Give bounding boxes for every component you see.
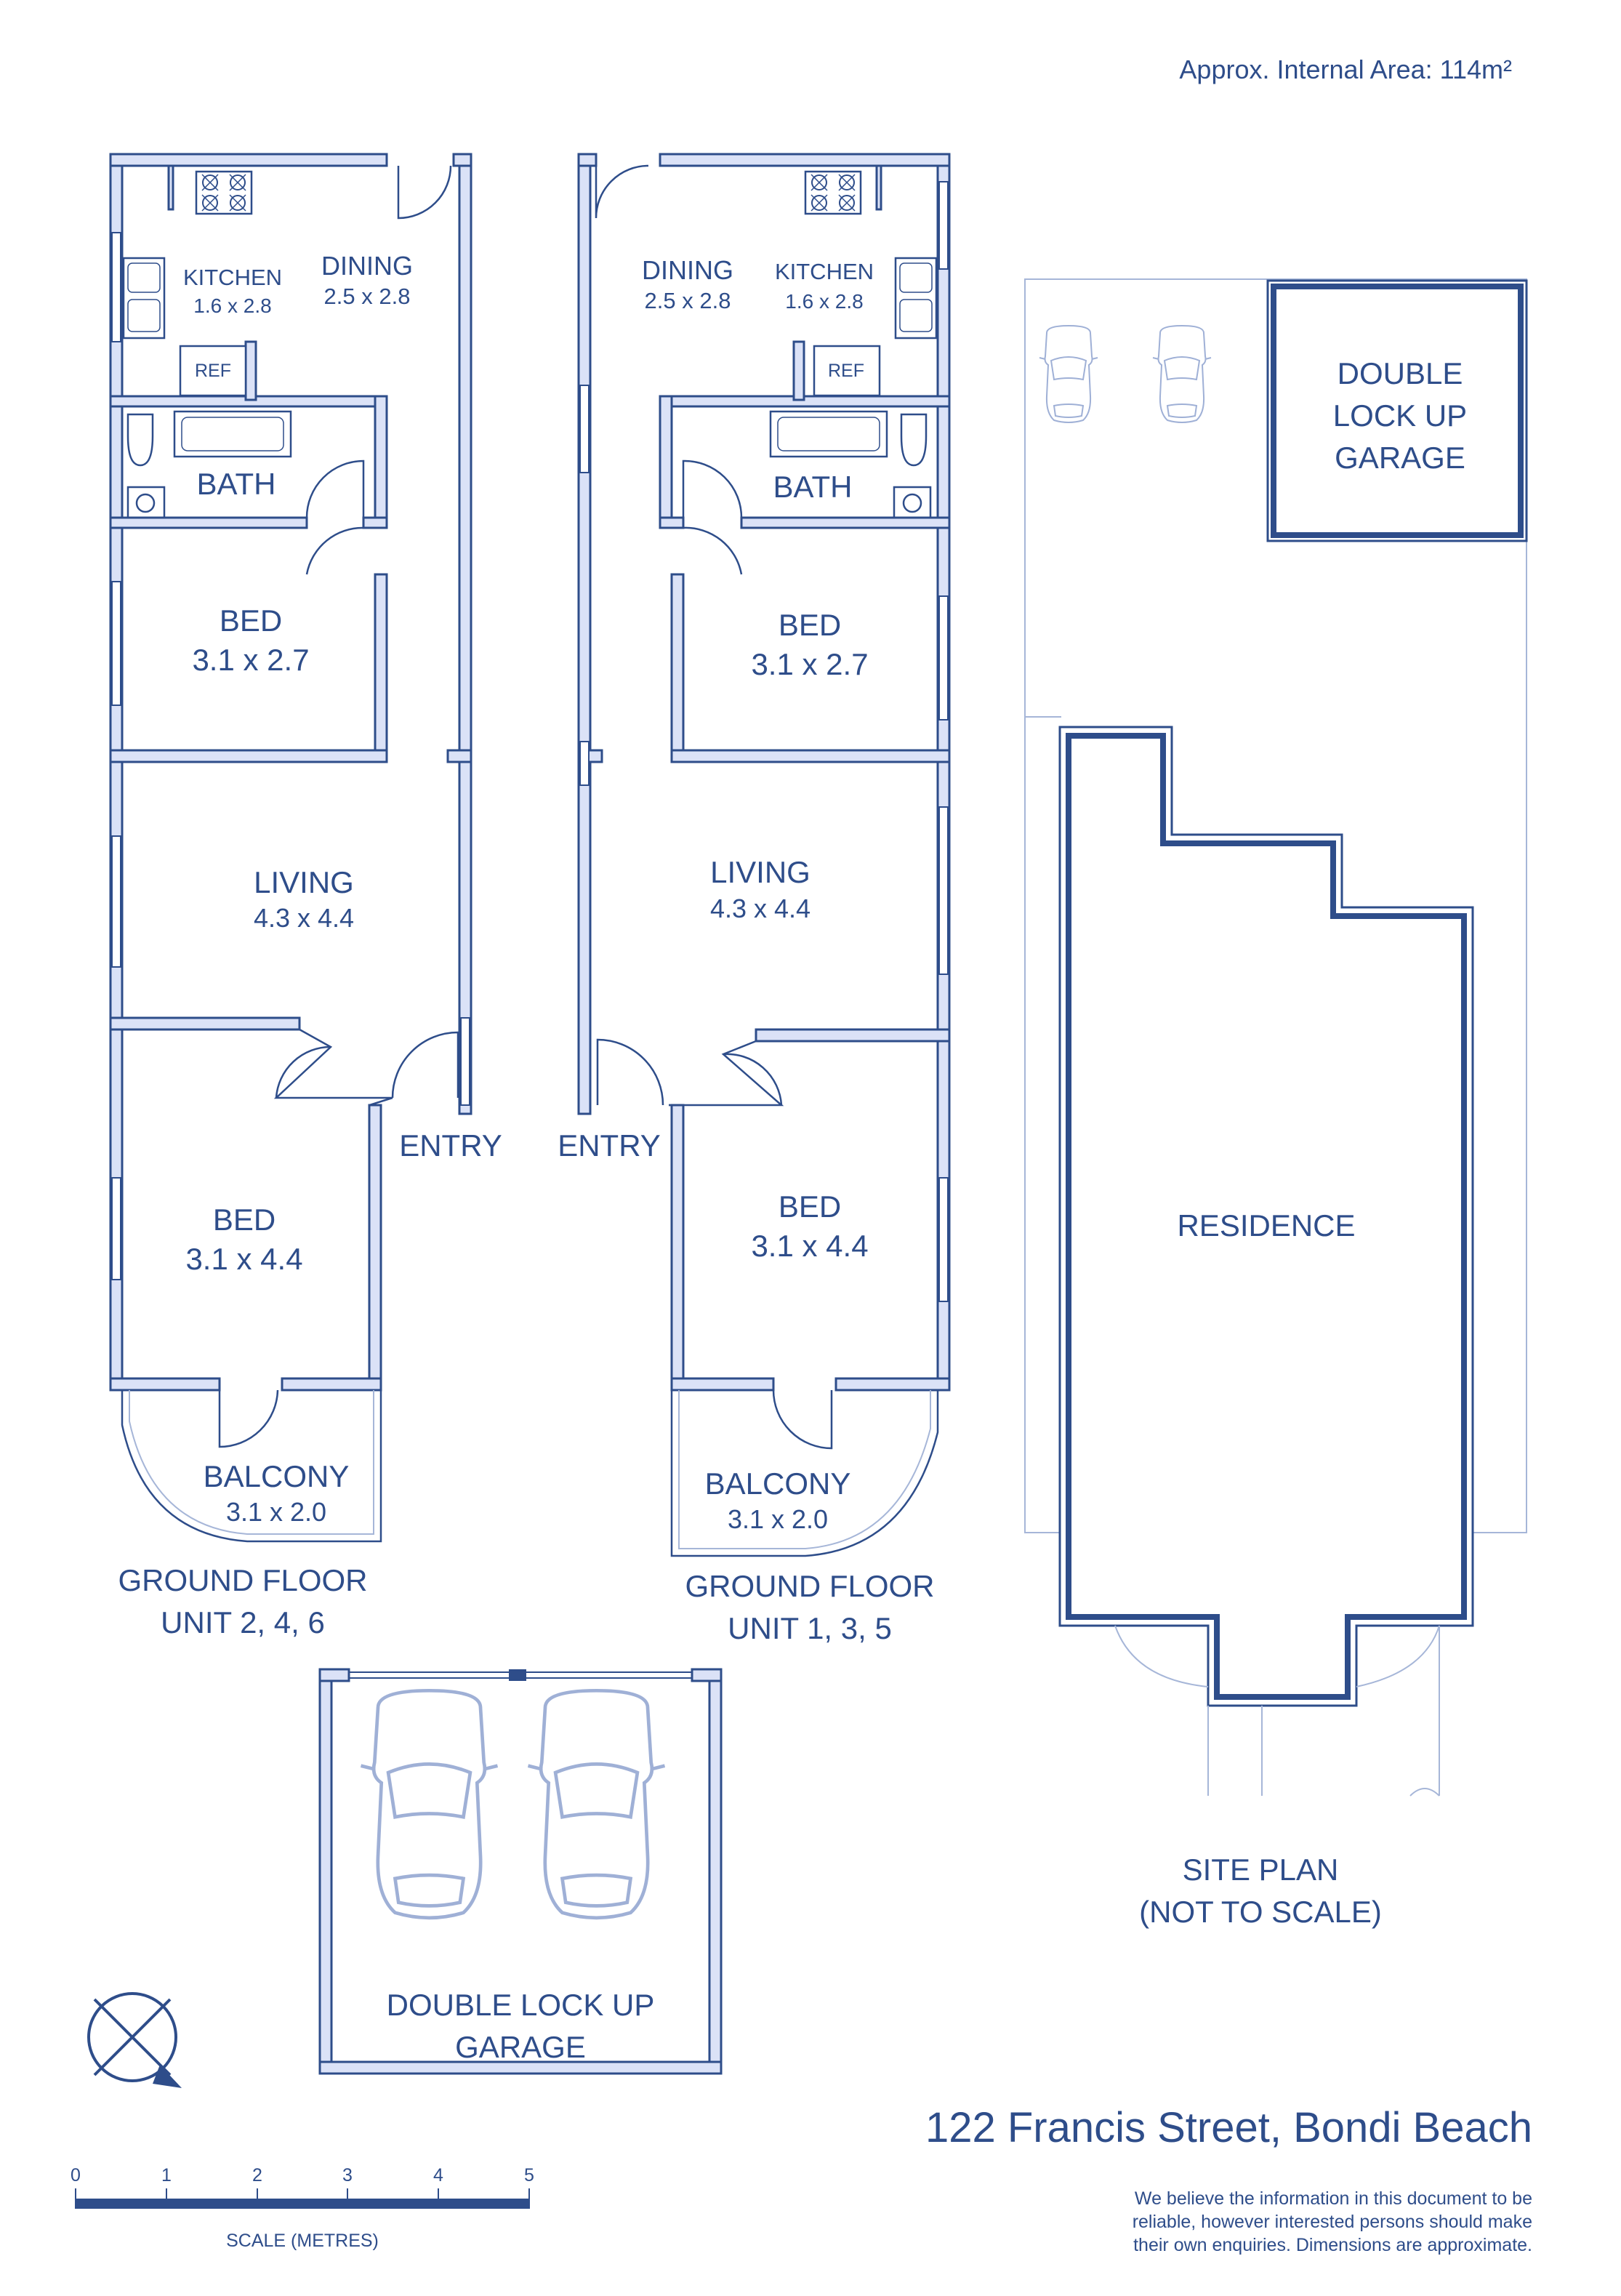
right-living-dim: 4.3 x 4.4 <box>710 894 810 923</box>
scale-label: SCALE (METRES) <box>226 2231 379 2251</box>
right-bed1-dim: 3.1 x 2.7 <box>751 647 868 681</box>
site-garage-line1: DOUBLE <box>1338 356 1463 390</box>
right-bed1-label: BED <box>779 608 841 642</box>
basin-icon <box>893 486 932 519</box>
scale-bar: 0 1 2 3 4 5 SCALE (METRES) <box>71 2165 534 2251</box>
north-arrow-icon <box>87 1992 182 2088</box>
cooktop-icon <box>804 170 862 215</box>
right-dining-dim: 2.5 x 2.8 <box>645 288 731 313</box>
sink-icon <box>122 257 166 340</box>
bathtub-icon <box>769 410 888 458</box>
left-balcony-label: BALCONY <box>204 1459 350 1493</box>
car-icon <box>528 1690 665 1918</box>
left-bed1-label: BED <box>220 603 282 638</box>
unit-left-plan: KITCHEN 1.6 x 2.8 DINING 2.5 x 2.8 REF B… <box>109 153 502 1639</box>
property-address: 122 Francis Street, Bondi Beach <box>925 2104 1532 2151</box>
right-floor-label: GROUND FLOOR <box>685 1569 934 1603</box>
disclaimer-line: their own enquiries. Dimensions are appr… <box>1133 2235 1532 2255</box>
right-living-label: LIVING <box>710 855 810 889</box>
garage-label-line2: GARAGE <box>455 2030 586 2064</box>
cooktop-icon <box>195 170 253 215</box>
left-dining-dim: 2.5 x 2.8 <box>324 284 411 309</box>
scale-tick: 2 <box>252 2165 262 2185</box>
left-kitchen-dim: 1.6 x 2.8 <box>193 294 271 317</box>
left-balcony-dim: 3.1 x 2.0 <box>226 1497 326 1527</box>
scale-tick: 1 <box>161 2165 172 2185</box>
scale-tick: 3 <box>342 2165 353 2185</box>
right-unit-label: UNIT 1, 3, 5 <box>728 1611 892 1645</box>
scale-tick: 4 <box>433 2165 443 2185</box>
left-dining-label: DINING <box>321 251 413 281</box>
left-ref-label: REF <box>195 361 231 381</box>
basin-icon <box>126 486 166 519</box>
site-plan-subtitle: (NOT TO SCALE) <box>1139 1895 1382 1929</box>
site-garage-line3: GARAGE <box>1335 441 1465 475</box>
left-bath-label: BATH <box>197 467 276 501</box>
left-bed2-dim: 3.1 x 4.4 <box>185 1242 302 1276</box>
right-bed2-label: BED <box>779 1189 841 1224</box>
garage-label-line1: DOUBLE LOCK UP <box>387 1988 655 2022</box>
car-icon <box>1152 325 1212 423</box>
left-floor-label: GROUND FLOOR <box>118 1563 367 1597</box>
site-garage-line2: LOCK UP <box>1333 398 1467 433</box>
right-balcony-label: BALCONY <box>705 1466 851 1501</box>
toilet-icon <box>126 413 154 467</box>
disclaimer-line: reliable, however interested persons sho… <box>1133 2212 1532 2232</box>
left-living-dim: 4.3 x 4.4 <box>254 903 354 933</box>
left-living-label: LIVING <box>254 865 354 899</box>
car-icon <box>1039 325 1098 423</box>
garage-plan: DOUBLE LOCK UP GARAGE <box>318 1668 723 2075</box>
left-kitchen-label: KITCHEN <box>183 265 282 290</box>
car-icon <box>361 1690 498 1918</box>
internal-area-label: Approx. Internal Area: 114m² <box>1179 55 1512 84</box>
right-ref-label: REF <box>828 361 864 381</box>
left-unit-label: UNIT 2, 4, 6 <box>161 1605 325 1639</box>
toilet-icon <box>900 413 928 467</box>
residence-label: RESIDENCE <box>1177 1208 1355 1243</box>
sink-icon <box>894 257 938 340</box>
right-kitchen-dim: 1.6 x 2.8 <box>785 290 863 313</box>
right-entry-label: ENTRY <box>558 1128 661 1163</box>
left-bed1-dim: 3.1 x 2.7 <box>192 643 309 677</box>
left-bed2-label: BED <box>213 1203 275 1237</box>
right-balcony-dim: 3.1 x 2.0 <box>728 1504 828 1534</box>
scale-tick: 5 <box>524 2165 534 2185</box>
right-dining-label: DINING <box>642 255 733 285</box>
left-entry-label: ENTRY <box>399 1128 502 1163</box>
bathtub-icon <box>173 410 292 458</box>
disclaimer-line: We believe the information in this docum… <box>1135 2188 1532 2209</box>
right-bed2-dim: 3.1 x 4.4 <box>751 1229 868 1263</box>
site-plan-title: SITE PLAN <box>1183 1853 1339 1887</box>
unit-right-plan: DINING 2.5 x 2.8 KITCHEN 1.6 x 2.8 REF B… <box>558 153 951 1645</box>
site-plan: DOUBLE LOCK UP GARAGE RESIDENCE SITE PLA… <box>1024 278 1528 1929</box>
scale-tick: 0 <box>71 2165 81 2185</box>
right-bath-label: BATH <box>773 470 853 504</box>
right-kitchen-label: KITCHEN <box>775 259 874 284</box>
